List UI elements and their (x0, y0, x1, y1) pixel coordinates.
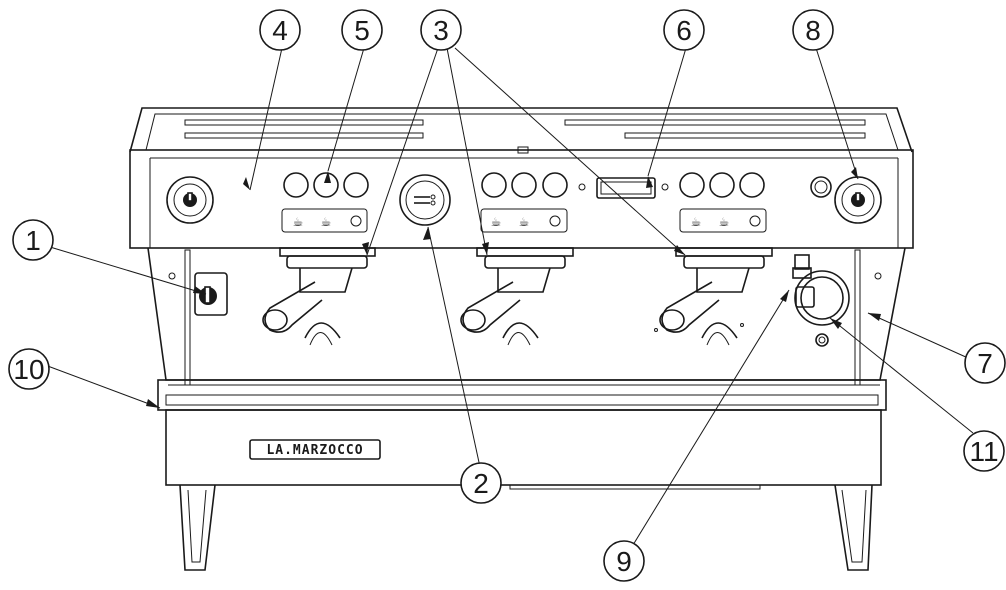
leader-lines (44, 47, 974, 546)
svg-text:☕: ☕ (519, 215, 530, 229)
portafilter-3 (659, 281, 738, 346)
keypad-group-1: ☕ ☕ (281, 172, 369, 233)
svg-text:☕: ☕ (293, 215, 304, 229)
machine-frame (147, 247, 906, 411)
cup-warmer-top (129, 107, 913, 154)
callout-2: 2 (460, 462, 502, 504)
steam-knob-left (166, 176, 214, 224)
callout-number: 8 (805, 15, 821, 46)
leader-arrowheads (146, 167, 881, 408)
svg-text:LA.MARZOCCO: LA.MARZOCCO (266, 443, 363, 458)
callout-3: 3 (420, 9, 462, 51)
callout-8: 8 (792, 9, 834, 51)
callout-4: 4 (259, 9, 301, 51)
svg-text:☕: ☕ (719, 215, 730, 229)
callout-number: 6 (676, 15, 692, 46)
portafilter-2 (460, 281, 539, 346)
legs (179, 484, 873, 571)
callout-number: 7 (977, 348, 993, 379)
callout-5: 5 (341, 9, 383, 51)
callout-number: 10 (13, 354, 44, 385)
group-head-1 (279, 247, 376, 293)
group-head-3 (675, 247, 773, 293)
callout-1: 1 (12, 219, 54, 261)
callout-number: 2 (473, 468, 489, 499)
callout-9: 9 (603, 540, 645, 582)
portafilter-1 (262, 281, 341, 346)
callout-number: 9 (616, 546, 632, 577)
callout-number: 4 (272, 15, 288, 46)
steam-knob-right (834, 176, 882, 224)
keypad-group-3: ☕ ☕ (679, 172, 767, 233)
brand-logo: LA.MARZOCCO (249, 439, 381, 460)
callout-6: 6 (663, 9, 705, 51)
display-screen (596, 177, 669, 199)
callout-number: 3 (433, 15, 449, 46)
keypad-group-2: ☕ ☕ (480, 172, 586, 233)
control-panel-body (129, 149, 914, 249)
callout-number: 1 (25, 225, 41, 256)
small-button-right (810, 176, 832, 198)
callout-number: 5 (354, 15, 370, 46)
svg-text:☕: ☕ (321, 215, 332, 229)
callout-10: 10 (8, 348, 50, 390)
callout-number: 11 (969, 436, 998, 467)
water-tap-ring (654, 270, 882, 347)
callout-11: 11 (963, 430, 1005, 472)
base-front: LA.MARZOCCO (165, 409, 882, 490)
svg-text:☕: ☕ (491, 215, 502, 229)
callout-7: 7 (964, 342, 1006, 384)
side-rods (184, 249, 861, 386)
pressure-gauge (399, 174, 451, 226)
group-head-2 (476, 247, 574, 293)
main-switch (168, 272, 228, 316)
svg-text:☕: ☕ (691, 215, 702, 229)
